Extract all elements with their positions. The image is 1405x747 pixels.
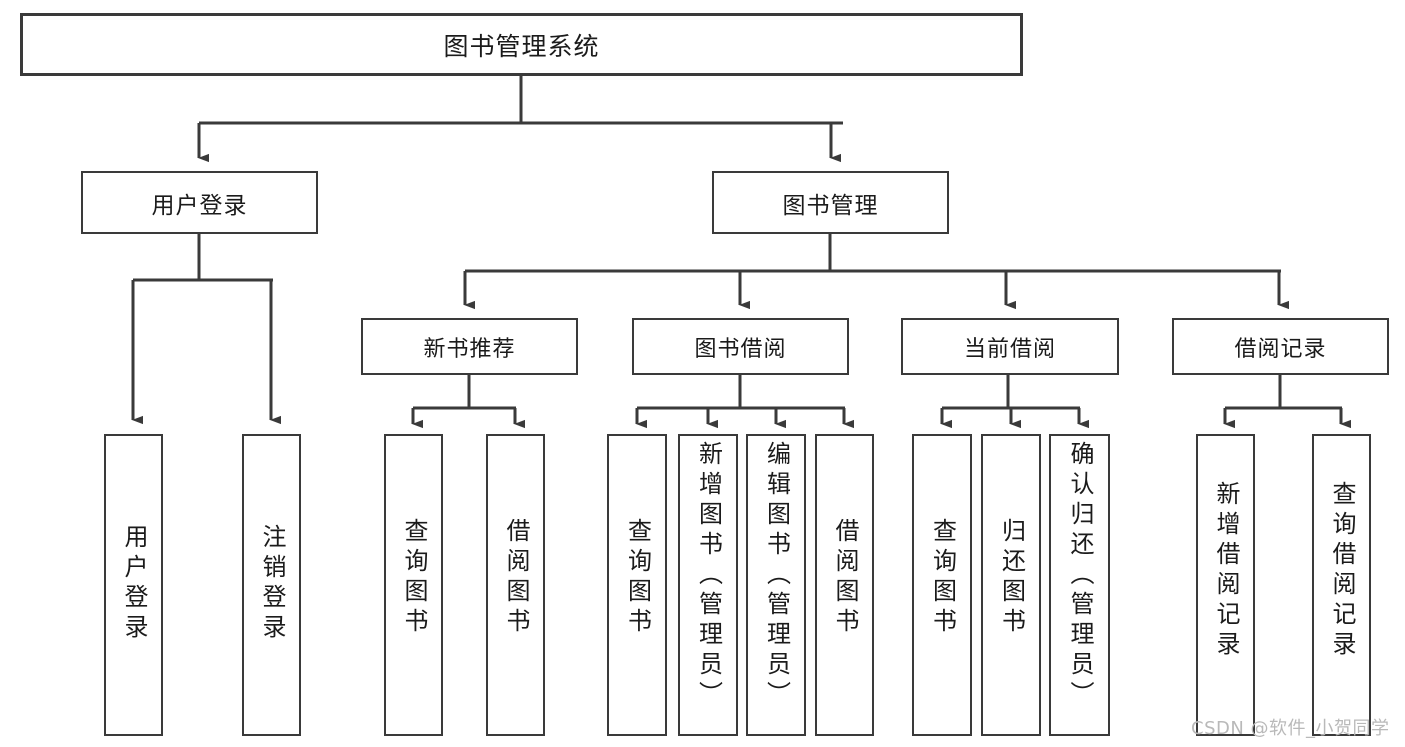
node-leaf-query-record[interactable]: 查询借阅记录 (1312, 434, 1371, 736)
node-new-book-recommend-label: 新书推荐 (423, 336, 516, 362)
node-current-borrow-label: 当前借阅 (963, 336, 1056, 362)
node-leaf-borrow-book-1[interactable]: 借阅图书 (486, 434, 545, 736)
node-root[interactable]: 图书管理系统 (20, 13, 1023, 76)
node-book-borrow-label: 图书借阅 (694, 336, 787, 362)
node-leaf-add-book[interactable]: 新增图书（管理员） (678, 434, 738, 736)
node-current-borrow[interactable]: 当前借阅 (901, 318, 1119, 375)
node-leaf-logout-label: 注销登录 (257, 524, 286, 644)
node-leaf-query-book-1[interactable]: 查询图书 (384, 434, 443, 736)
node-leaf-edit-book[interactable]: 编辑图书（管理员） (746, 434, 806, 736)
node-user-login[interactable]: 用户登录 (81, 171, 318, 234)
node-borrow-record[interactable]: 借阅记录 (1172, 318, 1389, 375)
node-leaf-query-book-1-label: 查询图书 (399, 518, 428, 638)
node-leaf-confirm-return-label: 确认归还（管理员） (1065, 441, 1094, 711)
node-book-manage[interactable]: 图书管理 (712, 171, 949, 234)
node-leaf-return-book-label: 归还图书 (997, 518, 1026, 638)
node-leaf-add-book-label: 新增图书（管理员） (694, 441, 723, 711)
node-leaf-add-record-label: 新增借阅记录 (1211, 481, 1240, 661)
node-leaf-borrow-book-2-label: 借阅图书 (830, 518, 859, 638)
node-leaf-confirm-return[interactable]: 确认归还（管理员） (1049, 434, 1110, 736)
node-leaf-query-record-label: 查询借阅记录 (1327, 481, 1356, 661)
node-leaf-return-book[interactable]: 归还图书 (981, 434, 1041, 736)
node-book-borrow[interactable]: 图书借阅 (632, 318, 849, 375)
node-root-label: 图书管理系统 (443, 31, 600, 61)
node-leaf-add-record[interactable]: 新增借阅记录 (1196, 434, 1255, 736)
node-leaf-user-login[interactable]: 用户登录 (104, 434, 163, 736)
node-leaf-query-book-3[interactable]: 查询图书 (912, 434, 972, 736)
node-leaf-borrow-book-1-label: 借阅图书 (501, 518, 530, 638)
node-user-login-label: 用户登录 (151, 192, 248, 219)
node-borrow-record-label: 借阅记录 (1234, 336, 1327, 362)
node-leaf-query-book-2[interactable]: 查询图书 (607, 434, 667, 736)
node-book-manage-label: 图书管理 (782, 192, 879, 219)
node-leaf-query-book-2-label: 查询图书 (623, 518, 652, 638)
node-leaf-edit-book-label: 编辑图书（管理员） (762, 441, 791, 711)
node-leaf-borrow-book-2[interactable]: 借阅图书 (815, 434, 874, 736)
node-leaf-logout[interactable]: 注销登录 (242, 434, 301, 736)
node-leaf-query-book-3-label: 查询图书 (928, 518, 957, 638)
node-new-book-recommend[interactable]: 新书推荐 (361, 318, 578, 375)
node-leaf-user-login-label: 用户登录 (119, 524, 148, 644)
